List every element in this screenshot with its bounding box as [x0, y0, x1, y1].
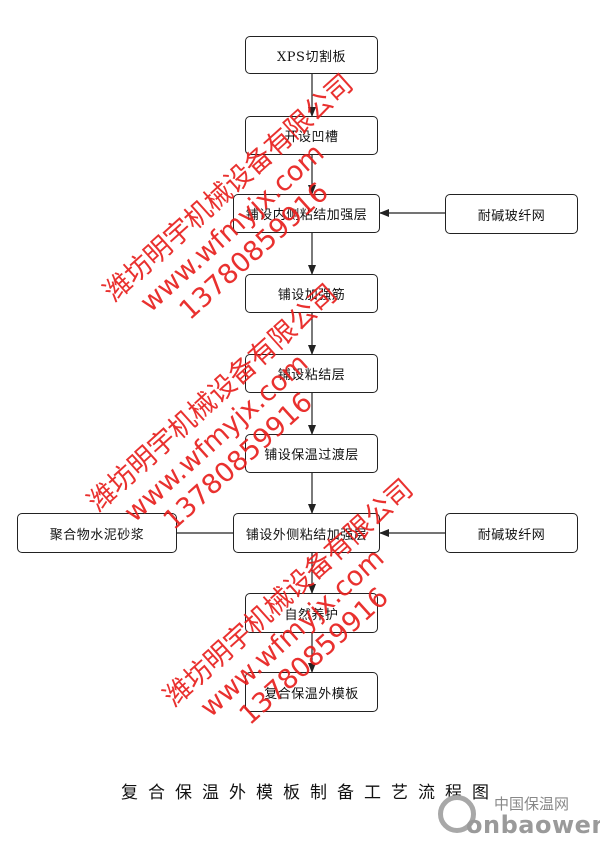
diagram-caption: 复合保温外模板制备工艺流程图 [121, 783, 499, 803]
step-final-formwork: 复合保温外模板 [245, 672, 378, 712]
logo-ring-icon [438, 795, 476, 833]
input-polymer-mortar: 聚合物水泥砂浆 [17, 513, 177, 553]
input-fiberglass-mesh-top: 耐碱玻纤网 [445, 194, 578, 234]
step-reinforcing-rib: 铺设加强筋 [245, 274, 378, 313]
step-bond-layer: 铺设粘结层 [245, 354, 378, 393]
step-transition-layer: 铺设保温过渡层 [245, 434, 378, 473]
logo-en-text: onbaowen [466, 811, 600, 839]
step-natural-curing: 自然养护 [245, 593, 378, 633]
input-fiberglass-mesh-bottom: 耐碱玻纤网 [445, 513, 578, 553]
step-outer-bond-layer: 铺设外侧粘结加强层 [233, 513, 380, 553]
logo-cn-text: 中国保温网 [494, 795, 570, 813]
step-inner-bond-layer: 铺设内侧粘结加强层 [233, 194, 380, 233]
step-groove: 开设凹槽 [245, 116, 378, 155]
step-xps-cutting: XPS切割板 [245, 36, 378, 74]
site-logo: 中国保温网 onbaowen [432, 791, 600, 841]
